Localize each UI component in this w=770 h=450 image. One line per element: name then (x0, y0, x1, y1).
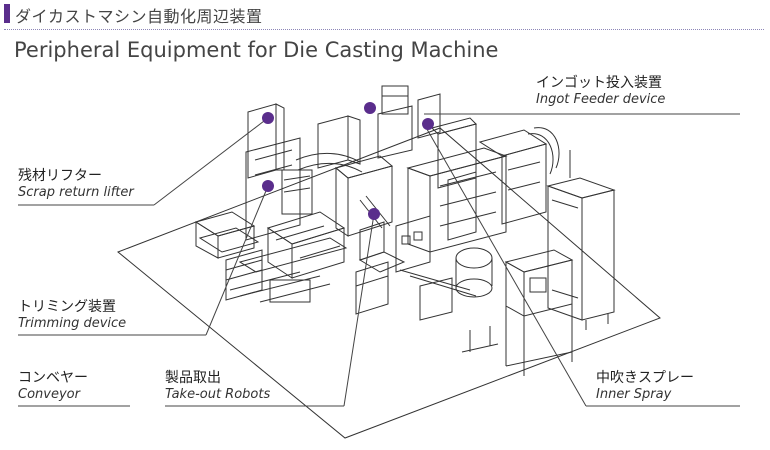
label-scrap-lifter: 残材リフター Scrap return lifter (18, 167, 134, 201)
take-out-robot-illustration (295, 85, 413, 315)
header-dotted-rule (4, 29, 764, 30)
marker-dot-ingot (364, 102, 376, 114)
label-conveyor: コンベヤー Conveyor (18, 369, 88, 403)
marker-dot-scrap (262, 112, 274, 124)
label-conveyor-jp: コンベヤー (18, 370, 88, 386)
label-trimming-device: トリミング装置 Trimming device (18, 298, 126, 332)
label-inner-spray: 中吹きスプレー Inner Spray (596, 369, 694, 403)
label-trimming-device-jp: トリミング装置 (18, 299, 116, 315)
label-take-out-robots: 製品取出 Take-out Robots (165, 369, 270, 403)
die-casting-machine-illustration (395, 93, 548, 321)
label-scrap-lifter-jp: 残材リフター (18, 168, 102, 184)
label-ingot-feeder: インゴット投入装置 Ingot Feeder device (536, 74, 665, 108)
marker-dot-trimming (262, 180, 274, 192)
conveyor-illustration (194, 211, 348, 301)
marker-dots (262, 102, 434, 220)
leader-lines (18, 113, 740, 407)
label-inner-spray-en: Inner Spray (596, 387, 672, 402)
page-title-en: Peripheral Equipment for Die Casting Mac… (14, 38, 499, 62)
label-conveyor-en: Conveyor (18, 387, 80, 402)
label-take-out-robots-en: Take-out Robots (165, 387, 271, 402)
label-take-out-robots-jp: 製品取出 (165, 370, 221, 386)
header-accent-bar (4, 4, 10, 23)
label-trimming-device-en: Trimming device (18, 316, 127, 331)
label-inner-spray-jp: 中吹きスプレー (596, 370, 694, 386)
marker-dot-robots (368, 208, 380, 220)
inner-spray-illustration (461, 249, 574, 376)
marker-dot-spray (422, 118, 434, 130)
trimming-device-illustration (259, 211, 346, 303)
label-ingot-feeder-en: Ingot Feeder device (536, 92, 666, 107)
header-title-jp: ダイカストマシン自動化周辺装置 (15, 7, 263, 26)
label-scrap-lifter-en: Scrap return lifter (18, 185, 134, 200)
label-ingot-feeder-jp: インゴット投入装置 (536, 75, 662, 91)
control-cabinet-illustration (527, 127, 616, 330)
scrap-lifter-illustration (245, 103, 313, 241)
